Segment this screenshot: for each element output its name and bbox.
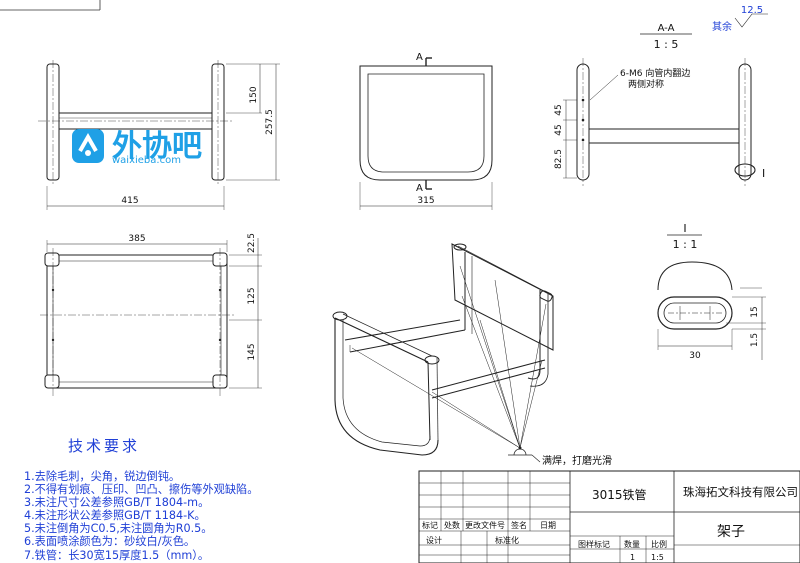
quantity-value: 1	[630, 553, 636, 562]
company-name: 珠海拓文科技有限公司	[683, 485, 798, 499]
material-label: 3015铁管	[592, 488, 647, 502]
section-title: A-A	[658, 23, 675, 34]
section-dim-45-top: 45	[554, 104, 564, 115]
detail-mark: I	[762, 167, 765, 180]
col-label-drawing-mark: 图样标记	[578, 540, 610, 549]
top-dim-125: 125	[247, 287, 257, 304]
front-view	[38, 60, 280, 210]
section-mark-top: A	[416, 52, 423, 63]
detail-dim-15: 15	[750, 306, 760, 317]
side-width-dim: 315	[417, 196, 434, 206]
top-dim-145: 145	[247, 343, 257, 360]
ratio-value: 1:5	[651, 553, 664, 562]
section-view	[563, 13, 768, 186]
watermark-url: waixieba.com	[112, 155, 181, 166]
section-note-symmetric: 两侧对称	[628, 78, 664, 90]
top-dim-22-5: 22.5	[247, 233, 257, 253]
section-dim-82-5: 82.5	[554, 149, 564, 169]
detail-dim-30: 30	[689, 351, 701, 361]
col-label-quantity: 数量	[624, 540, 640, 549]
row-label-mark: 标记	[422, 521, 438, 530]
top-width-dim: 385	[128, 234, 145, 244]
requirement-item: 1.去除毛刺，尖角，锐边倒钝。	[24, 470, 181, 483]
top-view	[40, 238, 262, 396]
front-width-dim: 415	[121, 196, 138, 206]
standardization-label: 标准化	[495, 536, 519, 545]
col-label-ratio: 比例	[651, 540, 667, 549]
section-mark-bottom: A	[416, 183, 423, 194]
side-view	[359, 57, 493, 210]
watermark-icon	[72, 129, 104, 163]
surface-roughness-label: 其余	[712, 20, 732, 33]
row-label-date: 日期	[540, 521, 556, 530]
isometric-view	[332, 243, 554, 463]
part-name: 架子	[717, 524, 745, 540]
requirement-item: 2.不得有划痕、压印、凹凸、擦伤等外观缺陷。	[24, 483, 259, 497]
front-height-dim: 150	[249, 86, 259, 103]
requirements-list: 1.去除毛刺，尖角，锐边倒钝。 2.不得有划痕、压印、凹凸、擦伤等外观缺陷。 3…	[24, 470, 324, 562]
requirement-item: 3.未注尺寸公差参照GB/T 1804-m。	[24, 496, 210, 510]
section-note-flange: 6-M6 向管内翻边	[620, 67, 690, 79]
requirement-item: 6.表面喷涂颜色为：砂纹白/灰色。	[24, 535, 196, 549]
requirements-title: 技术要求	[68, 437, 141, 455]
row-label-count: 处数	[444, 521, 460, 530]
detail-scale: 1 : 1	[673, 238, 698, 251]
requirement-item: 4.未注形状公差参照GB/T 1184-K。	[24, 509, 206, 523]
requirement-item: 7.铁管：长30宽15厚度1.5（mm）。	[24, 548, 210, 562]
title-block	[418, 470, 800, 563]
section-dim-45-mid: 45	[554, 124, 564, 135]
detail-title: I	[683, 222, 686, 235]
watermark-text: 外协吧	[112, 129, 202, 164]
row-label-signature: 签名	[511, 521, 527, 530]
front-total-height-dim: 257.5	[265, 109, 275, 135]
design-label: 设计	[426, 536, 442, 545]
requirement-item: 5.未注倒角为C0.5,未注圆角为R0.5。	[24, 522, 213, 536]
section-scale: 1 : 5	[654, 38, 679, 51]
detail-view	[657, 234, 766, 360]
surface-roughness-value: 12.5	[741, 5, 763, 16]
detail-dim-1-5: 1.5	[750, 333, 760, 347]
weld-note: 满焊，打磨光滑	[542, 454, 612, 467]
row-label-change-doc: 更改文件号	[465, 521, 505, 530]
